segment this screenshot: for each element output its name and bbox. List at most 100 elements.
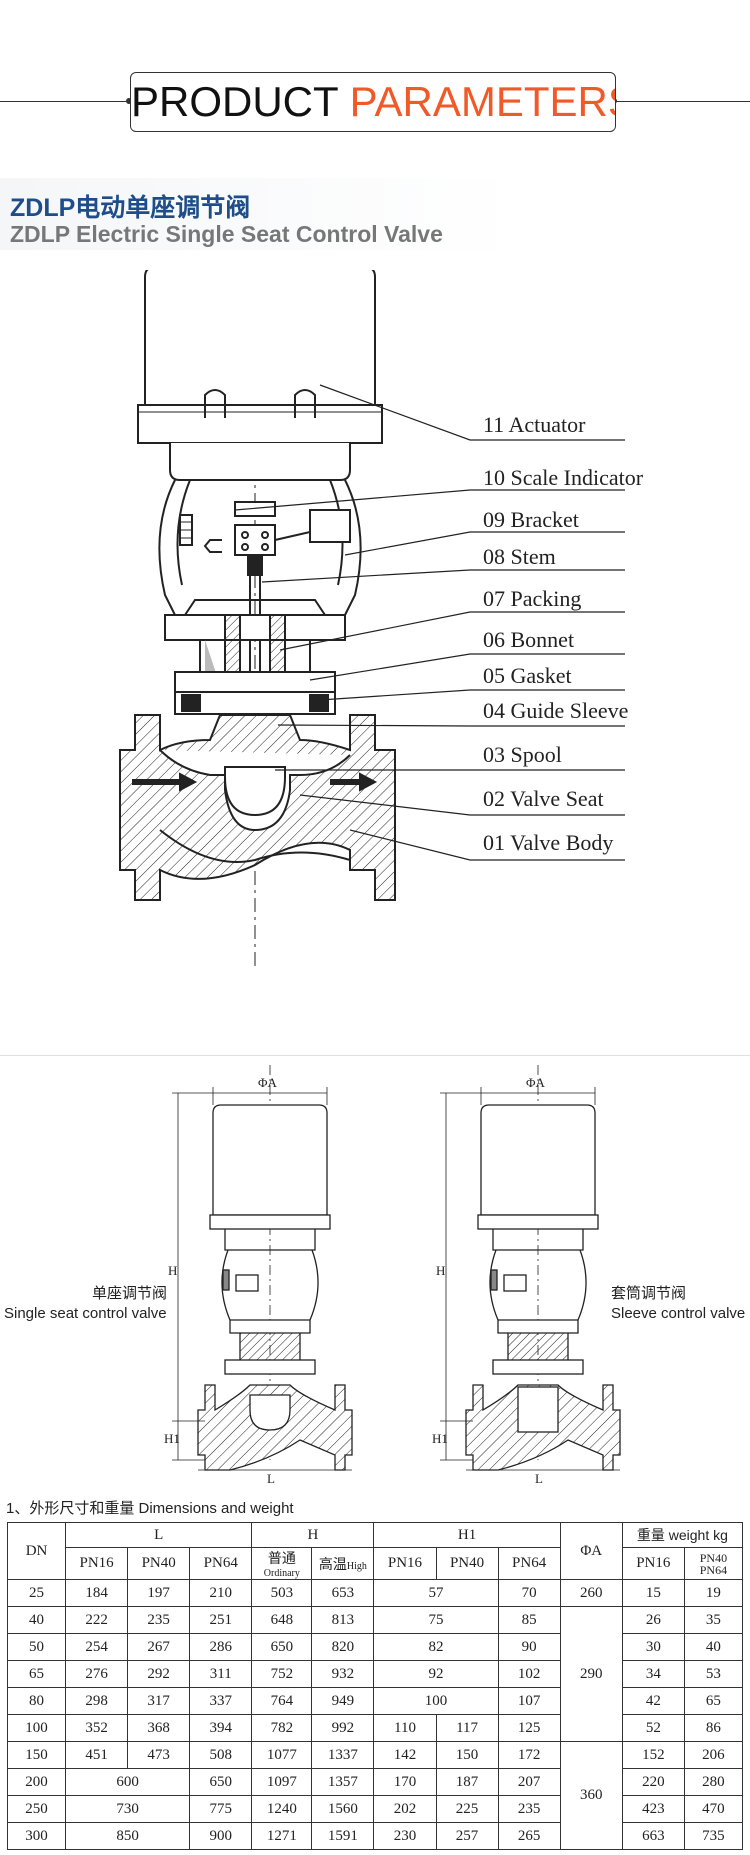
th-w-pn40-64: PN40 PN64 <box>683 1547 744 1580</box>
table-row: 100 352 368 394 782 992 110 117 125 52 8… <box>6 1714 744 1742</box>
cell-h1-16-40: 75 <box>373 1606 499 1634</box>
cell-h-ordinary: 764 <box>251 1687 313 1715</box>
cell-h1-64: 107 <box>497 1687 561 1715</box>
part-label-bonnet: 06 Bonnet <box>483 627 574 652</box>
cell-l40: 235 <box>127 1606 191 1634</box>
dim-h1-left: H1 <box>164 1431 180 1446</box>
product-title-cn: ZDLP电动单座调节阀 <box>10 194 251 222</box>
cell-h1-16: 170 <box>373 1768 437 1796</box>
cell-l64: 337 <box>189 1687 253 1715</box>
th-h-high-cn: 高温 <box>318 1555 347 1572</box>
th-h1-pn40: PN40 <box>435 1547 499 1580</box>
cell-dn: 25 <box>6 1579 67 1607</box>
th-h: H <box>251 1522 375 1548</box>
cell-l64: 286 <box>189 1633 253 1661</box>
cell-h1-40: 257 <box>435 1822 499 1850</box>
table-row: 80 298 317 337 764 949 100 107 42 65 <box>6 1687 744 1715</box>
cell-l64: 251 <box>189 1606 253 1634</box>
section-divider <box>0 1055 750 1056</box>
part-label-guide-sleeve: 04 Guide Sleeve <box>483 698 628 723</box>
th-h-ordinary-cn: 普通 <box>267 1550 296 1566</box>
cell-h1-40: 117 <box>435 1714 499 1742</box>
table-row: 300 850 900 1271 1591 230 257 265 663 73… <box>6 1822 744 1850</box>
cell-l40: 267 <box>127 1633 191 1661</box>
table-row: 200 600 650 1097 1357 170 187 207 220 28… <box>6 1768 744 1796</box>
cell-h1-16: 230 <box>373 1822 437 1850</box>
cell-l16: 298 <box>65 1687 129 1715</box>
dim-h-right: H <box>436 1263 445 1278</box>
table-row: 25 184 197 210 503 653 57 70 260 15 19 <box>6 1579 744 1607</box>
th-l: L <box>65 1522 253 1548</box>
part-label-packing: 07 Packing <box>483 586 581 611</box>
th-h-ordinary: 普通 Ordinary <box>251 1547 313 1580</box>
cell-h1-16-40: 82 <box>373 1633 499 1661</box>
cell-h1-40: 187 <box>435 1768 499 1796</box>
cell-l64: 775 <box>189 1795 253 1823</box>
right-dimension-lines <box>440 1087 620 1471</box>
dim-h-left: H <box>168 1263 177 1278</box>
part-label-valve-body: 01 Valve Body <box>483 830 613 855</box>
cell-w16: 152 <box>621 1741 685 1769</box>
cell-w40: 35 <box>683 1606 744 1634</box>
cell-w16: 42 <box>621 1687 685 1715</box>
cell-h1-64: 90 <box>497 1633 561 1661</box>
dim-h1-right: H1 <box>432 1431 448 1446</box>
cell-w40: 19 <box>683 1579 744 1607</box>
sleeve-drawing <box>465 1065 621 1471</box>
cell-h1-64: 102 <box>497 1660 561 1688</box>
cell-w16: 26 <box>621 1606 685 1634</box>
table-row: 40 222 235 251 648 813 75 85 290 26 35 <box>6 1606 744 1742</box>
cell-dn: 40 <box>6 1606 67 1634</box>
cell-h-high: 1560 <box>311 1795 375 1823</box>
cell-w16: 52 <box>621 1714 685 1742</box>
cell-w16: 30 <box>621 1633 685 1661</box>
cell-l16: 451 <box>65 1741 129 1769</box>
cell-h-high: 949 <box>311 1687 375 1715</box>
dim-phi-a-left: ΦA <box>258 1075 278 1090</box>
table-row: 150 451 473 508 1077 1337 142 150 172 36… <box>6 1741 744 1850</box>
cell-dn: 200 <box>6 1768 67 1796</box>
section-header: PRODUCT PARAMETERS <box>130 72 616 132</box>
th-w-pn64: PN64 <box>699 1562 728 1577</box>
cell-h-ordinary: 503 <box>251 1579 313 1607</box>
th-dn: DN <box>6 1522 67 1580</box>
valve-parts-diagram: 11 Actuator 10 Scale Indicator 09 Bracke… <box>119 270 644 970</box>
caption-right-en: Sleeve control valve <box>611 1305 746 1322</box>
cell-h1-16-40: 92 <box>373 1660 499 1688</box>
table-row: 250 730 775 1240 1560 202 225 235 423 47… <box>6 1795 744 1823</box>
caption-left-cn: 单座调节阀 <box>92 1285 168 1302</box>
table-title: 1、外形尺寸和重量 Dimensions and weight <box>6 1500 294 1517</box>
dim-phi-a-right: ΦA <box>526 1075 546 1090</box>
th-l-pn16: PN16 <box>65 1547 129 1580</box>
th-w-pn40: PN40 <box>699 1550 728 1565</box>
cell-h-ordinary: 1240 <box>251 1795 313 1823</box>
cell-phi-a: 360 <box>559 1741 623 1850</box>
title-band <box>0 178 520 250</box>
dim-l-left: L <box>267 1471 275 1485</box>
cell-h1-64: 235 <box>497 1795 561 1823</box>
cell-l16: 352 <box>65 1714 129 1742</box>
cell-l16: 222 <box>65 1606 129 1634</box>
th-l-pn40: PN40 <box>127 1547 191 1580</box>
cell-l16-40: 850 <box>65 1822 191 1850</box>
part-label-gasket: 05 Gasket <box>483 663 572 688</box>
cell-w16: 423 <box>621 1795 685 1823</box>
part-label-actuator: 11 Actuator <box>483 412 586 437</box>
cell-l16: 254 <box>65 1633 129 1661</box>
cell-w40: 206 <box>683 1741 744 1769</box>
cell-l64: 900 <box>189 1822 253 1850</box>
cell-h-high: 932 <box>311 1660 375 1688</box>
cell-l40: 317 <box>127 1687 191 1715</box>
dimension-drawings: ΦA H H1 L ΦA H H1 L <box>164 1065 621 1485</box>
cell-w16: 663 <box>621 1822 685 1850</box>
cell-l64: 311 <box>189 1660 253 1688</box>
product-title-en: ZDLP Electric Single Seat Control Valve <box>10 221 443 247</box>
th-phi-a: ΦA <box>559 1522 623 1580</box>
cell-h1-64: 265 <box>497 1822 561 1850</box>
cell-w40: 86 <box>683 1714 744 1742</box>
cell-l16: 276 <box>65 1660 129 1688</box>
cell-h1-64: 85 <box>497 1606 561 1634</box>
part-label-bracket: 09 Bracket <box>483 507 579 532</box>
cell-h1-16: 142 <box>373 1741 437 1769</box>
cell-w40: 735 <box>683 1822 744 1850</box>
